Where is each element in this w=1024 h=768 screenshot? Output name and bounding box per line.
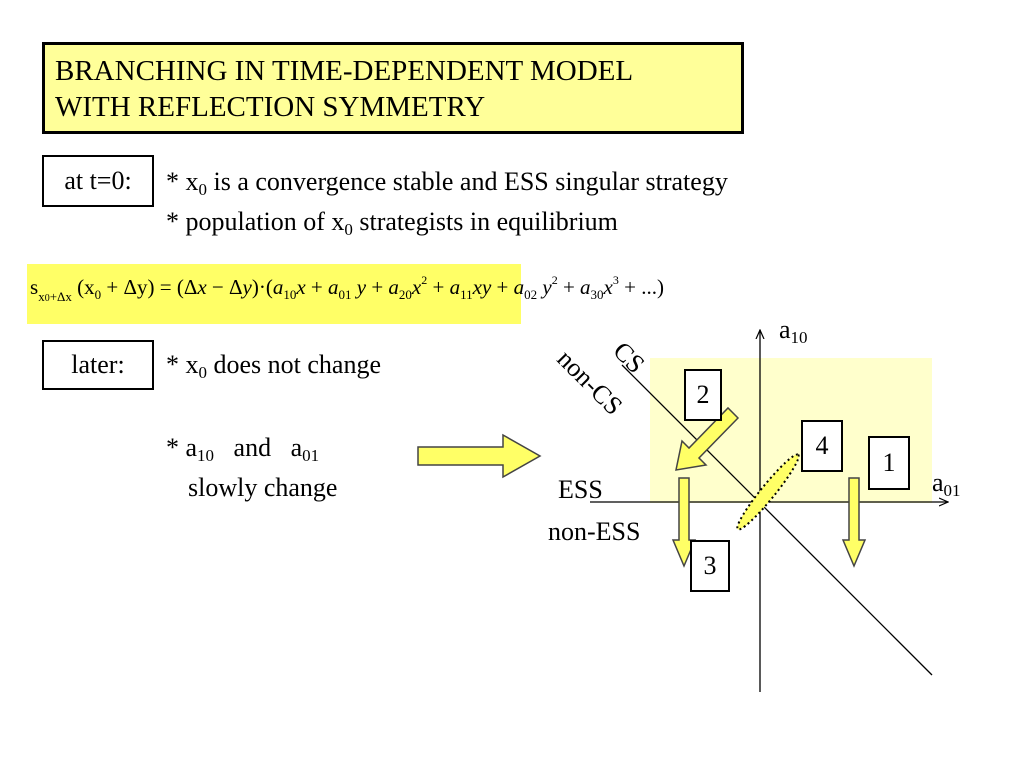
later-bullet-1: * x0 does not change — [166, 350, 382, 382]
arrow-region-1 — [841, 477, 867, 568]
t0-bullet-2-pre: * population of x — [166, 207, 345, 236]
a01-axis-label: a01 — [932, 468, 961, 500]
t0-label-box: at t=0: — [42, 155, 154, 207]
later-bullet-2-and: and — [233, 433, 272, 462]
title-box: BRANCHING IN TIME-DEPENDENT MODEL WITH R… — [42, 42, 744, 134]
later-bullet-1-sub: 0 — [198, 363, 208, 382]
later-bullet-2-sub1: 10 — [197, 446, 215, 465]
later-bullet-2-sub2: 01 — [302, 446, 320, 465]
t0-bullet-1-pre: * x — [166, 167, 199, 196]
later-bullet-2: * a10 and a01 — [166, 433, 320, 465]
t0-label: at t=0: — [64, 166, 132, 195]
later-bullet-2-star: * a — [166, 433, 198, 462]
title-line-1: BRANCHING IN TIME-DEPENDENT MODEL — [55, 55, 634, 87]
region-1-box: 1 — [868, 436, 910, 490]
region-4-number: 4 — [815, 431, 829, 460]
cs-boundary-line — [621, 364, 933, 676]
a01-axis-base: a — [932, 468, 944, 497]
t0-bullet-1: * x0 is a convergence stable and ESS sin… — [166, 167, 728, 199]
later-label: later: — [71, 350, 125, 379]
a01-axis-sub: 01 — [943, 481, 961, 500]
later-bullet-1-post: does not change — [207, 350, 382, 379]
region-2-box: 2 — [684, 369, 722, 421]
t0-bullet-1-post: is a convergence stable and ESS singular… — [207, 167, 728, 196]
fitness-equation: sx0+Δx (x0 + Δy) = (Δx − Δy)·(a10x + a01… — [30, 273, 664, 304]
region-2-number: 2 — [696, 380, 710, 409]
later-bullet-2-a: a — [290, 433, 303, 462]
non-ess-label: non-ESS — [548, 517, 641, 546]
later-bullet-1-pre: * x — [166, 350, 199, 379]
dotted-region-4 — [736, 453, 800, 531]
a10-axis-sub: 10 — [790, 328, 808, 347]
t0-bullet-1-sub: 0 — [198, 180, 208, 199]
later-label-box: later: — [42, 340, 154, 390]
t0-bullet-2-sub: 0 — [344, 220, 353, 239]
a10-axis-label: a10 — [779, 315, 808, 347]
region-3-box: 3 — [690, 540, 730, 592]
later-bullet-2-line-2: slowly change — [188, 473, 338, 502]
region-3-number: 3 — [703, 551, 717, 580]
big-right-arrow — [417, 433, 542, 479]
t0-bullet-2-post: strategists in equilibrium — [352, 207, 618, 236]
title-line-2: WITH REFLECTION SYMMETRY — [55, 91, 486, 123]
arrow-region-3 — [671, 477, 697, 568]
region-4-box: 4 — [801, 420, 843, 472]
t0-bullet-2: * population of x0 strategists in equili… — [166, 207, 618, 239]
ess-label: ESS — [558, 475, 603, 504]
equation-band — [27, 264, 521, 324]
region-1-number: 1 — [882, 448, 896, 477]
a10-axis-base: a — [779, 315, 791, 344]
